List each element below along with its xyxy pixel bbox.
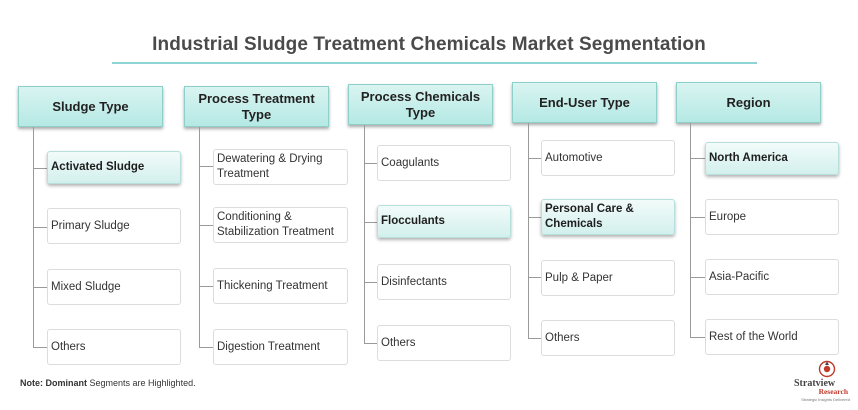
page-title: Industrial Sludge Treatment Chemicals Ma… <box>152 34 706 55</box>
column-header: Process Treatment Type <box>184 86 329 127</box>
segment-item: Flocculants <box>377 205 511 238</box>
connector-branch <box>528 338 542 339</box>
segment-item: Coagulants <box>377 145 511 181</box>
column-header: Region <box>676 82 821 123</box>
segment-item: Pulp & Paper <box>541 260 675 296</box>
column-header: Sludge Type <box>18 86 163 127</box>
segment-item: Mixed Sludge <box>47 269 181 305</box>
segment-item: Digestion Treatment <box>213 329 348 365</box>
logo-tagline: Strategic Insights Delivered <box>801 397 850 402</box>
segment-item: Europe <box>705 199 839 235</box>
footnote: Note: Dominant Segments are Highlighted. <box>20 378 196 388</box>
connector-branch <box>33 287 48 288</box>
note-bold-word: Dominant <box>45 378 88 388</box>
connector-branch <box>199 166 213 167</box>
logo-sub: Research <box>818 387 848 396</box>
segment-item: Primary Sludge <box>47 208 181 244</box>
connector-trunk <box>528 123 529 339</box>
connector-branch <box>690 337 705 338</box>
connector-branch <box>690 158 705 159</box>
segment-item: Personal Care & Chemicals <box>541 199 675 235</box>
segment-item: Others <box>47 329 181 365</box>
connector-branch <box>364 282 378 283</box>
connector-branch <box>33 168 48 169</box>
segment-item: North America <box>705 142 839 175</box>
stratview-logo: Stratview Research Strategic Insights De… <box>780 360 852 406</box>
connector-trunk <box>364 125 365 343</box>
segment-item: Activated Sludge <box>47 151 181 184</box>
connector-branch <box>690 277 705 278</box>
connector-branch <box>528 158 542 159</box>
connector-branch <box>33 347 48 348</box>
connector-trunk <box>199 127 200 348</box>
connector-branch <box>364 343 378 344</box>
connector-trunk <box>33 127 34 348</box>
connector-branch <box>33 227 48 228</box>
connector-branch <box>199 286 213 287</box>
note-prefix: Note: <box>20 378 43 388</box>
connector-branch <box>690 217 705 218</box>
connector-branch <box>364 163 378 164</box>
logo-emblem-icon <box>818 360 836 378</box>
segment-item: Rest of the World <box>705 319 839 355</box>
column-header: End-User Type <box>512 82 657 123</box>
logo-name: Stratview <box>794 378 836 389</box>
segment-item: Others <box>541 320 675 356</box>
segment-item: Others <box>377 325 511 361</box>
connector-branch <box>528 217 542 218</box>
connector-branch <box>364 222 378 223</box>
connector-branch <box>199 225 213 226</box>
title-underline <box>112 62 757 64</box>
connector-branch <box>528 277 542 278</box>
segment-item: Thickening Treatment <box>213 268 348 304</box>
segment-item: Automotive <box>541 140 675 176</box>
segment-item: Conditioning & Stabilization Treatment <box>213 207 348 243</box>
column-header: Process Chemicals Type <box>348 84 493 125</box>
connector-trunk <box>690 123 691 338</box>
segment-item: Asia-Pacific <box>705 259 839 295</box>
connector-branch <box>199 347 213 348</box>
segment-item: Disinfectants <box>377 264 511 300</box>
segment-item: Dewatering & Drying Treatment <box>213 149 348 185</box>
note-text: Segments are Highlighted. <box>87 378 196 388</box>
